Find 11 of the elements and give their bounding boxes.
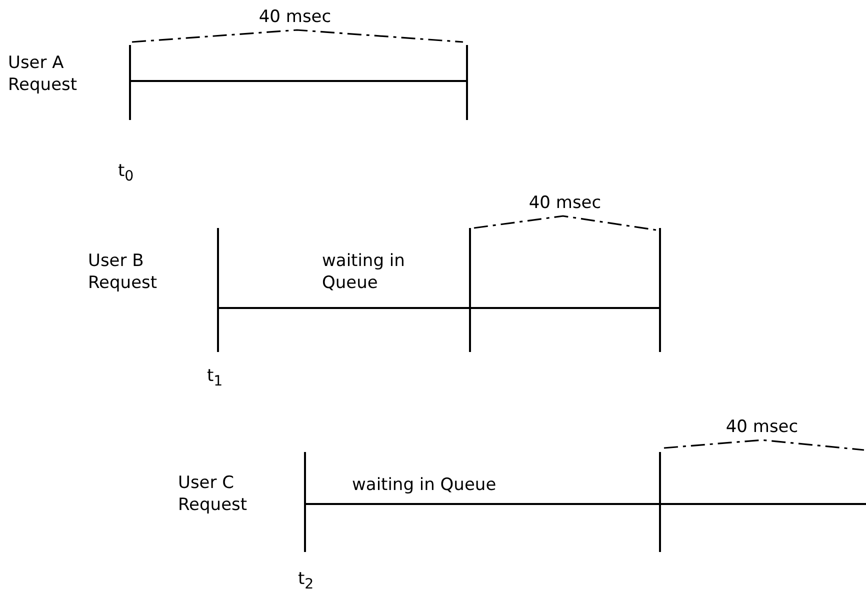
- duration-label: 40 msec: [724, 416, 800, 438]
- duration-label: 40 msec: [528, 192, 602, 214]
- row-label: User A Request: [8, 52, 78, 96]
- row-label: User C Request: [178, 472, 248, 516]
- time-label: t$_{1}$: [207, 365, 224, 392]
- duration-label: 40 msec: [258, 6, 332, 28]
- note-text: waiting in Queue: [352, 474, 498, 496]
- row-label: User B Request: [88, 250, 158, 294]
- time-label: t$_{2}$: [298, 568, 315, 594]
- note-text: waiting in Queue: [322, 250, 406, 294]
- time-label: t$_{0}$: [118, 160, 135, 186]
